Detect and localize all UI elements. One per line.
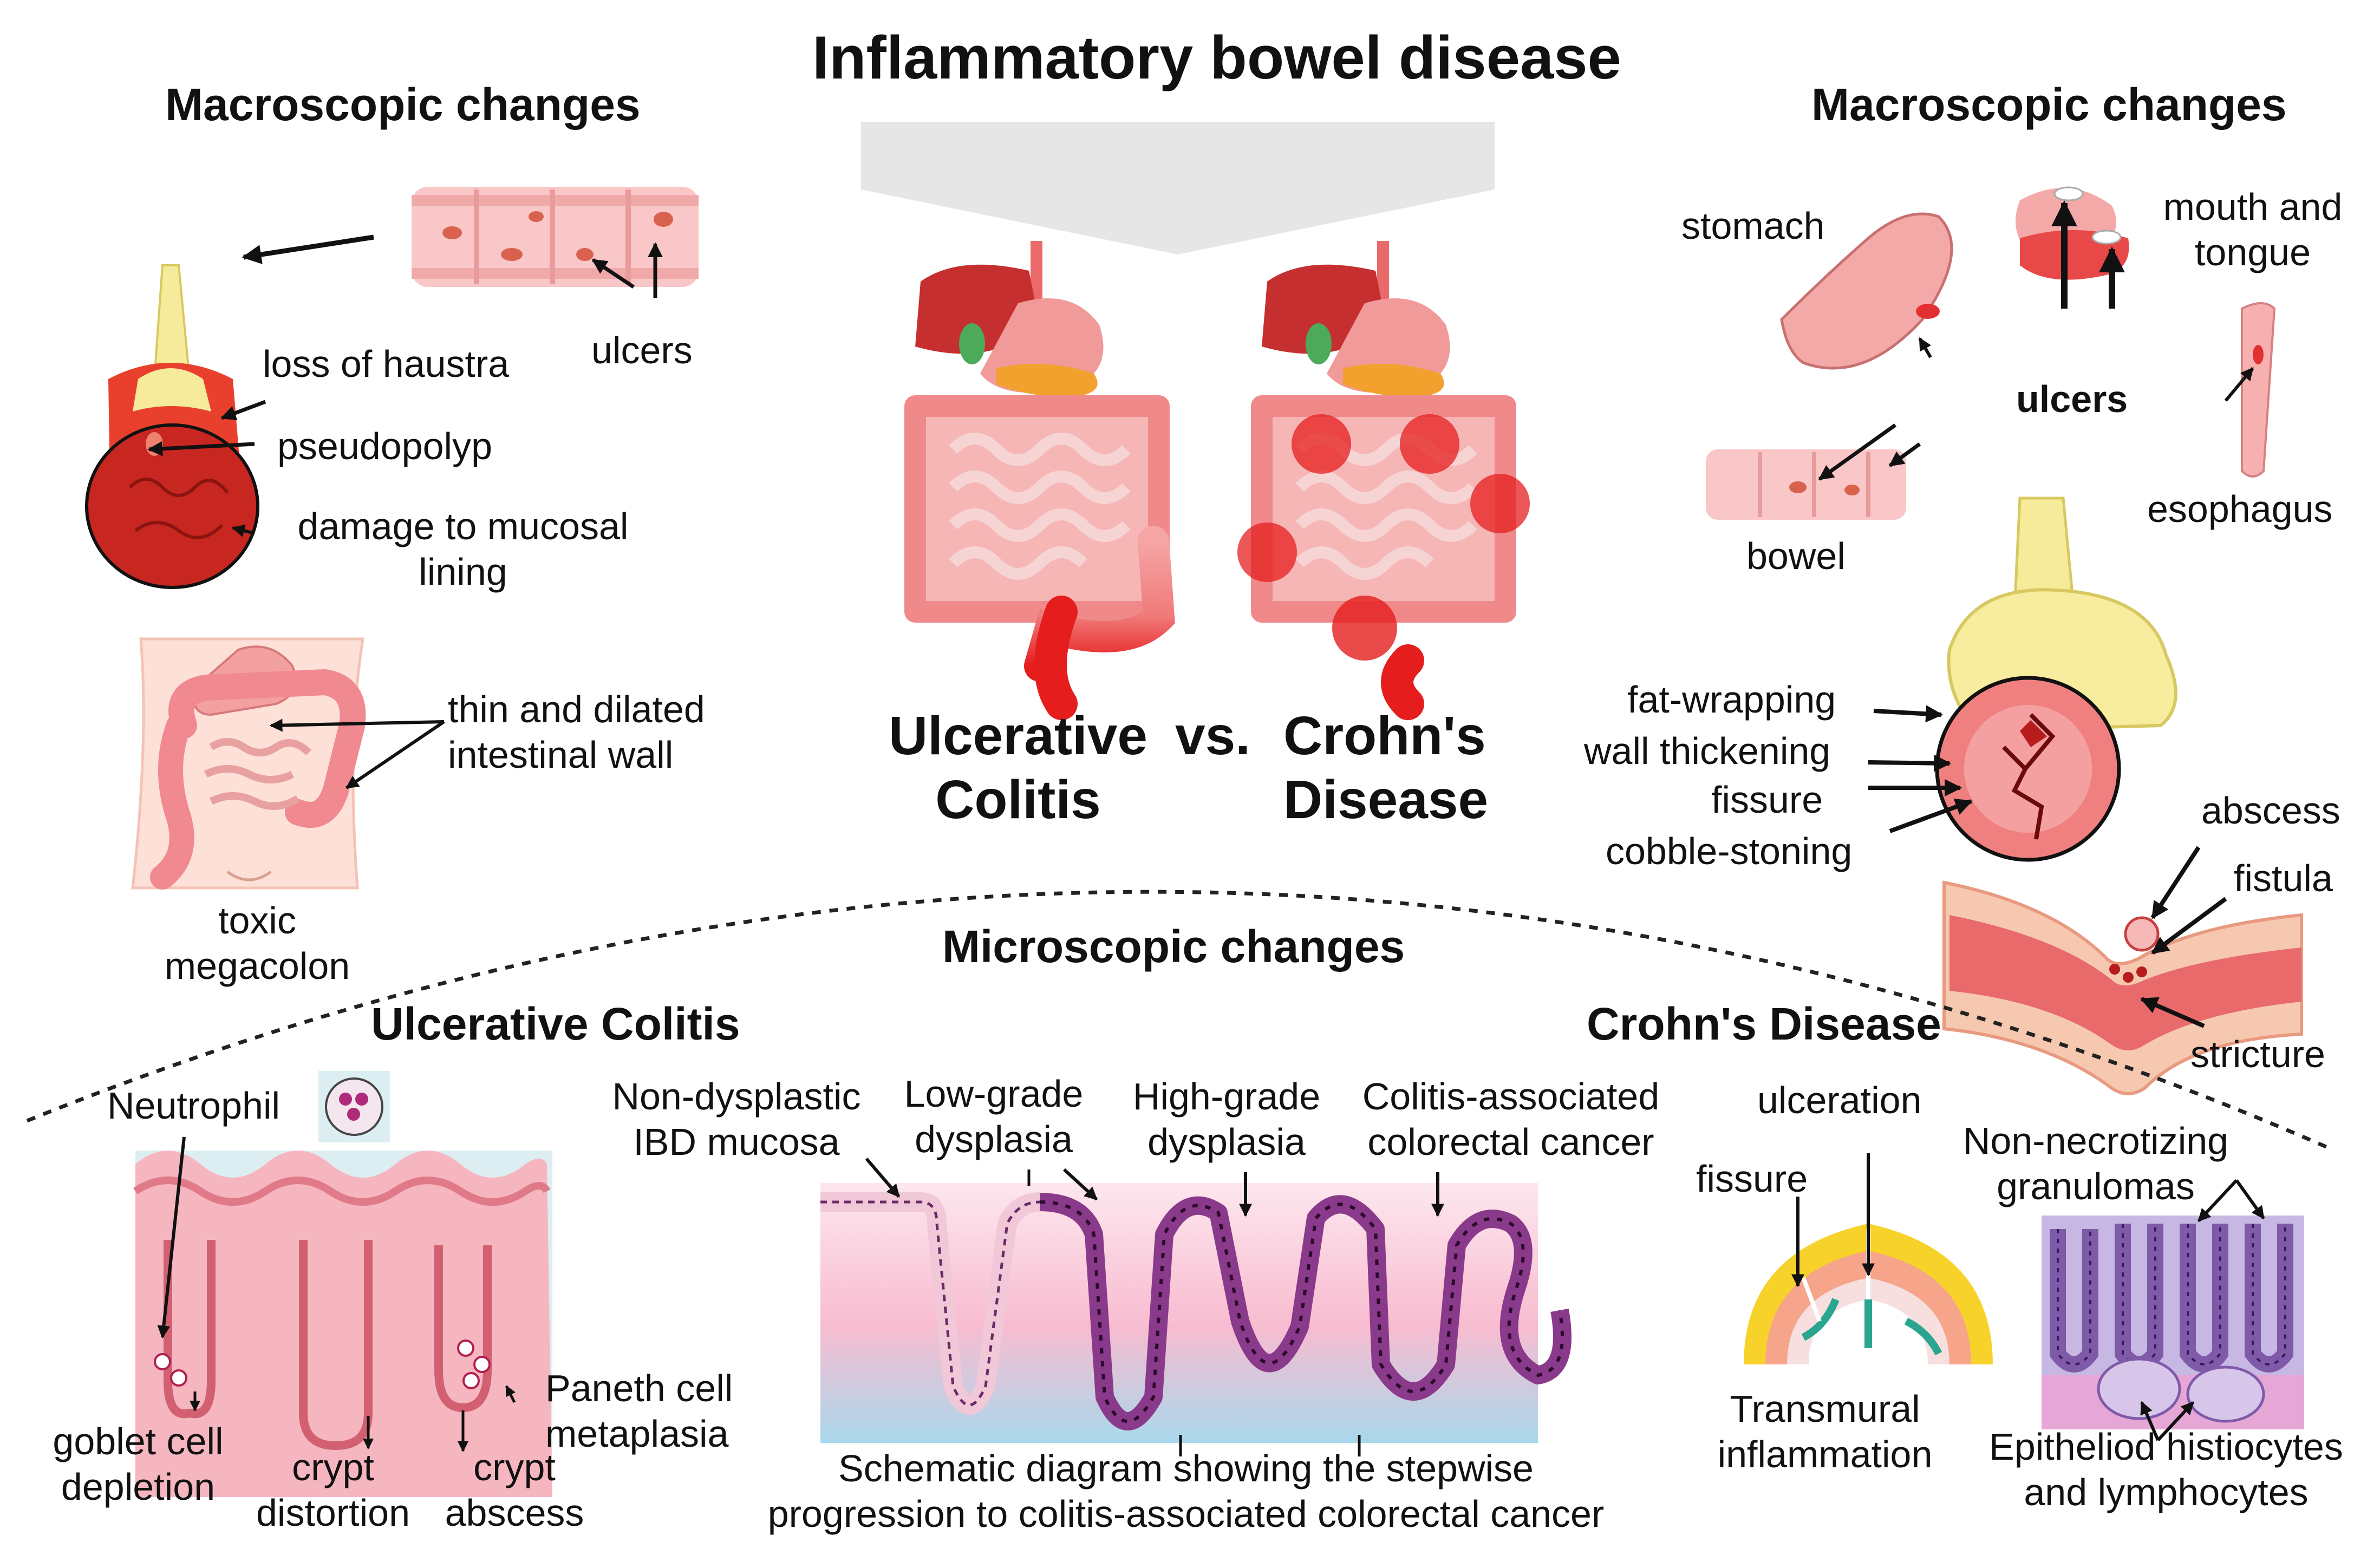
crohns-bowel-section: [1935, 496, 2177, 862]
label-pseudopolyp: pseudopolyp: [277, 425, 492, 467]
label-paneth-cell: Paneth cell metaplasia: [545, 1367, 733, 1455]
page-title: Inflammatory bowel disease: [812, 24, 1621, 92]
cd-title: Crohn's Disease: [1283, 705, 1489, 830]
label-thin-dilated: thin and dilated intestinal wall: [448, 688, 705, 776]
label-neutrophil: Neutrophil: [107, 1084, 281, 1127]
dotted-separator: [26, 890, 2330, 1150]
label-crypt-distortion: crypt distortion: [256, 1446, 410, 1534]
uc-title: Ulcerative Colitis: [888, 705, 1148, 830]
micro-uc-heading: Ulcerative Colitis: [371, 998, 740, 1049]
granuloma-histology: [2042, 1216, 2304, 1429]
neutrophil-icon: [318, 1071, 390, 1142]
label-granulomas: Non-necrotizing granulomas: [1962, 1120, 2229, 1207]
title-banner: [861, 122, 1495, 254]
esophagus-figure: [2241, 302, 2276, 478]
left-macro-heading: Macroscopic changes: [165, 79, 641, 130]
label-transmural: Transmural inflammation: [1717, 1388, 1933, 1475]
label-ulceration: ulceration: [1757, 1079, 1922, 1121]
label-bowel: bowel: [1746, 535, 1846, 577]
vs-label: vs.: [1175, 705, 1251, 766]
label-ulcers-left: ulcers: [591, 329, 693, 371]
label-stage-low-grade: Low-grade dysplasia: [904, 1073, 1084, 1160]
label-mouth-tongue: mouth and tongue: [2163, 186, 2343, 273]
label-abscess: abscess: [2201, 789, 2340, 832]
label-stomach: stomach: [1681, 205, 1825, 247]
label-fissure-macro: fissure: [1711, 779, 1823, 821]
transmural-illustration: [1744, 1224, 1993, 1364]
label-stage-non-dysplastic: Non-dysplastic IBD mucosa: [612, 1075, 861, 1163]
right-macro-heading: Macroscopic changes: [1811, 79, 2287, 130]
label-epithelioid: Epitheliod histiocytes and lymphocytes: [1989, 1426, 2343, 1513]
fistula-stricture-figure: [1942, 880, 2303, 1095]
dysplasia-schematic: [820, 1169, 1572, 1456]
label-stage-high-grade: High-grade dysplasia: [1132, 1075, 1321, 1163]
label-stricture: stricture: [2190, 1033, 2325, 1075]
colon-strip-left: [412, 187, 699, 287]
uc-crypt-illustration: [133, 1151, 552, 1497]
label-fistula: fistula: [2234, 857, 2333, 899]
label-stage-cancer: Colitis-associated colorectal cancer: [1362, 1075, 1660, 1163]
label-loss-of-haustra: loss of haustra: [263, 343, 510, 385]
uc-digestive-system: [904, 241, 1175, 720]
bowel-strip-right: [1706, 449, 1906, 520]
label-damage-mucosal: damage to mucosal lining: [297, 505, 629, 593]
schematic-caption: Schematic diagram showing the stepwise p…: [767, 1447, 1605, 1535]
label-ulcers-right: ulcers: [2016, 378, 2128, 420]
label-crypt-abscess: crypt abscess: [445, 1446, 584, 1534]
toxic-megacolon-figure: [131, 637, 366, 890]
label-fissure-micro: fissure: [1696, 1158, 1808, 1200]
uc-colon-section: [85, 264, 259, 589]
label-fat-wrapping: fat-wrapping: [1627, 678, 1836, 721]
stomach-figure: [1780, 212, 1953, 370]
micro-heading: Microscopic changes: [942, 921, 1405, 972]
label-cobble-stoning: cobble-stoning: [1606, 830, 1853, 872]
cd-digestive-system: [1237, 241, 1530, 720]
micro-cd-heading: Crohn's Disease: [1587, 998, 1941, 1049]
label-esophagus: esophagus: [2147, 488, 2333, 530]
label-goblet-cell: goblet cell depletion: [53, 1420, 224, 1508]
label-toxic-megacolon: toxic megacolon: [164, 899, 350, 987]
label-wall-thickening: wall thickening: [1584, 730, 1831, 772]
